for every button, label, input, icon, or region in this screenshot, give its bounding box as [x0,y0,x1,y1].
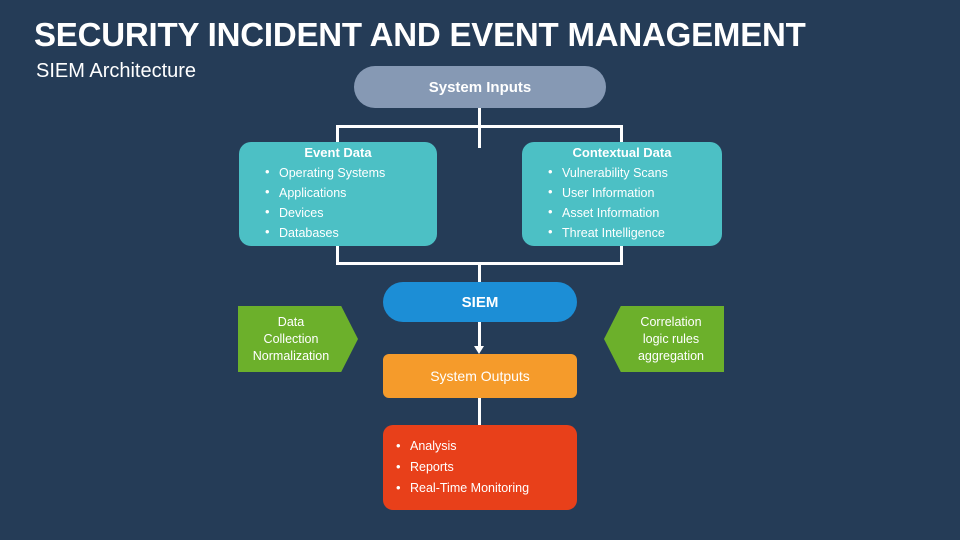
list-item: Applications [265,182,437,203]
list-item: Devices [265,202,437,223]
connector-outputs-to-results [478,398,481,426]
list-item: Operating Systems [265,162,437,183]
callout-data-collection-normalization[interactable]: Data Collection Normalization [238,306,358,372]
connector-inputs-stem [478,108,481,148]
node-system-outputs[interactable]: System Outputs [383,354,577,398]
page-subtitle: SIEM Architecture [36,60,197,82]
connector-branch-to-contextual-data [620,125,623,145]
contextual-data-list: Vulnerability Scans User Information Ass… [522,162,722,243]
node-siem-label: SIEM [461,293,499,311]
connector-event-data-down [336,244,339,264]
callout-right-line-3: aggregation [637,348,705,363]
list-item: Asset Information [548,202,722,223]
connector-siem-to-outputs [478,322,481,350]
callout-left-line-1: Data [277,314,305,329]
list-item: Vulnerability Scans [548,162,722,183]
connector-merge-to-siem [478,262,481,285]
node-event-data-title: Event Data [304,144,372,160]
callout-left-line-3: Normalization [252,348,330,363]
node-system-inputs[interactable]: System Inputs [354,66,606,108]
connector-contextual-data-down [620,244,623,264]
connector-branch-to-event-data [336,125,339,145]
list-item: User Information [548,182,722,203]
list-item: Reports [396,456,577,478]
node-contextual-data[interactable]: Contextual Data Vulnerability Scans User… [522,142,722,246]
node-results[interactable]: Analysis Reports Real-Time Monitoring [383,425,577,510]
connector-inputs-branch-horizontal [337,125,623,128]
list-item: Databases [265,222,437,243]
list-item: Real-Time Monitoring [396,477,577,499]
node-system-inputs-label: System Inputs [428,78,532,96]
callout-left-line-2: Collection [263,331,319,346]
node-contextual-data-title: Contextual Data [572,144,672,160]
node-event-data[interactable]: Event Data Operating Systems Application… [239,142,437,246]
callout-correlation-logic-rules-aggregation[interactable]: Correlation logic rules aggregation [604,306,724,372]
page-title: SECURITY INCIDENT AND EVENT MANAGEMENT [34,16,806,53]
callout-right-line-2: logic rules [642,331,700,346]
event-data-list: Operating Systems Applications Devices D… [239,162,437,243]
list-item: Threat Intelligence [548,222,722,243]
list-item: Analysis [396,435,577,457]
arrowhead-down-icon [474,346,484,354]
node-system-outputs-label: System Outputs [430,368,530,384]
results-list: Analysis Reports Real-Time Monitoring [383,435,577,499]
callout-right-line-1: Correlation [640,314,702,329]
node-siem[interactable]: SIEM [383,282,577,322]
